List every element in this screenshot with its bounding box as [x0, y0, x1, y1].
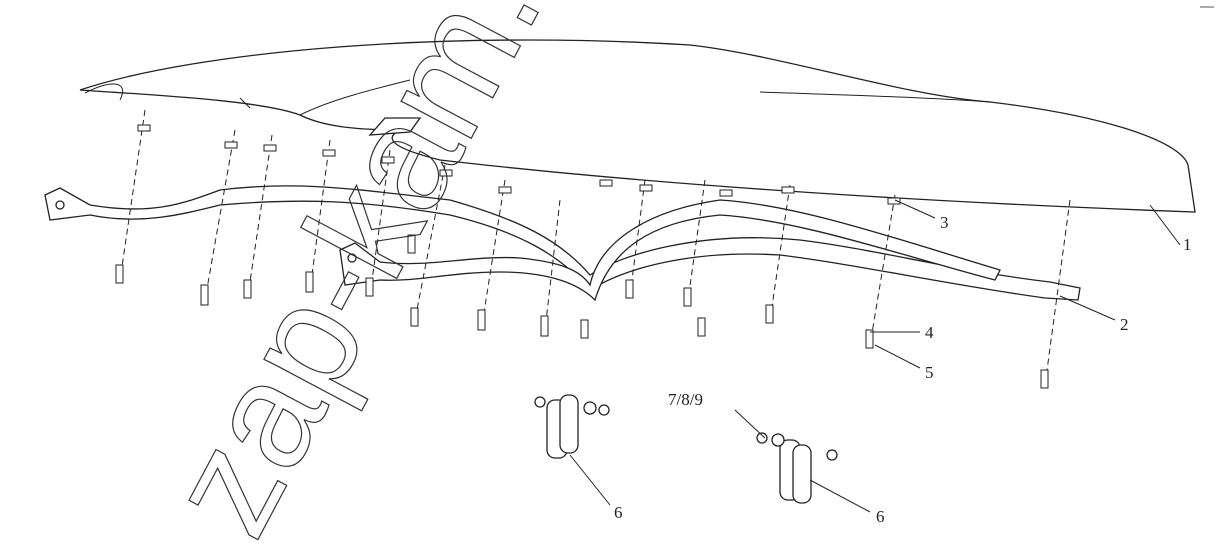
- label-4: 4: [925, 323, 934, 342]
- label-3: 3: [940, 213, 949, 232]
- hood-panel: [79, 39, 1196, 213]
- label-5: 5: [925, 363, 934, 382]
- hinge-right: [756, 432, 838, 504]
- hood-frame: [44, 185, 1081, 301]
- label-6-left: 6: [614, 503, 623, 522]
- corner-mark: [1200, 6, 1214, 8]
- fasteners: [115, 109, 1071, 389]
- label-1: 1: [1183, 235, 1192, 254]
- label-2: 2: [1120, 315, 1129, 334]
- hinge-left: [534, 394, 610, 459]
- label-7-8-9: 7/8/9: [668, 390, 703, 409]
- label-6-right: 6: [876, 507, 885, 526]
